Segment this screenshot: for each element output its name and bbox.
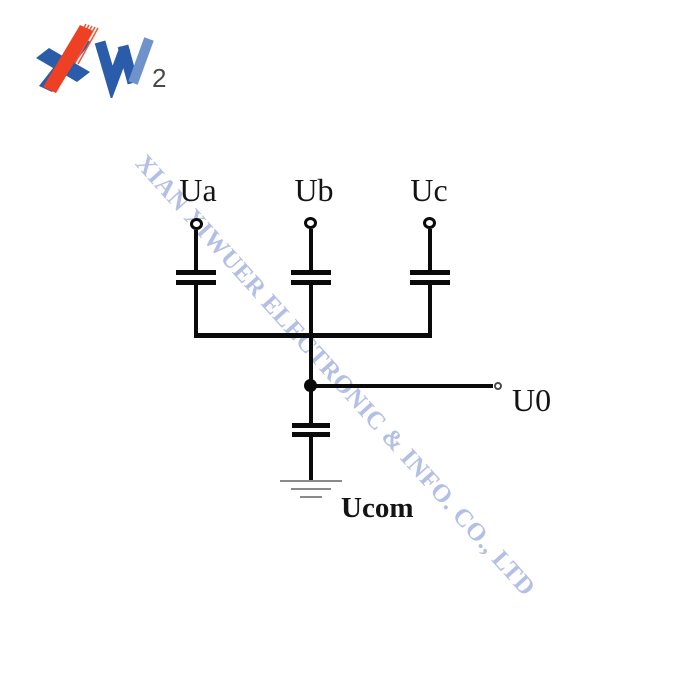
capacitor-ua-plate-bottom [176, 280, 216, 285]
output-u0-wire [311, 384, 493, 388]
terminal-uc-label: Uc [410, 172, 448, 208]
terminal-ub-label: Ub [294, 172, 334, 208]
capacitor-uc-plate-top [410, 270, 450, 275]
wire-ground-drop [309, 437, 313, 481]
watermark-text: XIAN XIWUER ELECTRONIC & INFO. CO., LTD [129, 150, 541, 602]
wire-ub-lower [309, 285, 313, 338]
terminal-uc-node [423, 217, 436, 229]
capacitor-ua-plate-top [176, 270, 216, 275]
ground-line-2 [291, 488, 331, 490]
capacitor-ucom-plate-bottom [292, 432, 330, 437]
wire-ua-lower [194, 285, 198, 338]
terminal-ua-node [190, 218, 203, 230]
company-logo: 2 [36, 23, 166, 98]
wire-ub-upper [309, 229, 313, 270]
ground-line-1 [280, 480, 342, 482]
wire-uc-upper [428, 229, 432, 270]
wire-uc-lower [428, 285, 432, 338]
capacitor-ub-plate-top [291, 270, 331, 275]
output-u0-label: U0 [512, 382, 552, 418]
junction-dot [304, 379, 317, 392]
ground-line-3 [300, 496, 322, 498]
wire-ua-upper [194, 230, 198, 270]
ground-ucom-label: Ucom [341, 492, 414, 524]
capacitor-uc-plate-bottom [410, 280, 450, 285]
bus-wire [194, 333, 432, 338]
terminal-ua-label: Ua [179, 172, 217, 208]
output-u0-node [494, 382, 502, 390]
logo-red-stripe [43, 25, 93, 93]
capacitor-ub-plate-bottom [291, 280, 331, 285]
logo-w [94, 37, 154, 98]
logo-badge: 2 [152, 63, 166, 93]
terminal-ub-node [304, 217, 317, 229]
capacitor-ucom-plate-top [292, 423, 330, 428]
